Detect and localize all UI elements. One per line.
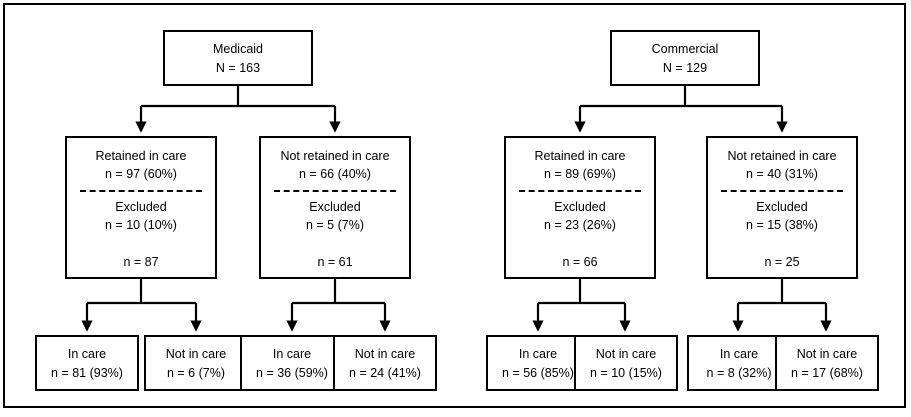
remaining-count: n = 61	[317, 254, 353, 269]
outcome-count: n = 24 (41%)	[349, 365, 421, 380]
node-label: Commercial	[651, 42, 719, 57]
node-medicaid-root: Medicaid N = 163	[163, 30, 313, 86]
node-medicaid-not-retained-not-in-care: Not in care n = 24 (41%)	[333, 335, 437, 391]
outcome-label: In care	[272, 347, 312, 362]
node-label: Medicaid	[212, 42, 264, 57]
outcome-count: n = 17 (68%)	[791, 365, 863, 380]
dashed-divider	[519, 190, 641, 193]
node-commercial-retained-not-in-care: Not in care n = 10 (15%)	[574, 335, 678, 391]
outcome-count: n = 10 (15%)	[590, 365, 662, 380]
outcome-label: In care	[518, 347, 558, 362]
excluded-count: n = 10 (10%)	[105, 218, 177, 233]
figure-border	[3, 3, 906, 408]
excluded-label: Excluded	[309, 200, 361, 215]
outcome-count: n = 56 (85%)	[502, 365, 574, 380]
outcome-count: n = 8 (32%)	[706, 365, 772, 380]
dashed-divider	[721, 190, 843, 193]
status-count: n = 40 (31%)	[746, 167, 818, 182]
remaining-count: n = 87	[123, 254, 159, 269]
outcome-count: n = 6 (7%)	[166, 365, 225, 380]
excluded-label: Excluded	[554, 200, 606, 215]
dashed-divider	[80, 190, 202, 193]
outcome-label: In care	[719, 347, 759, 362]
excluded-count: n = 15 (38%)	[746, 218, 818, 233]
outcome-label: Not in care	[796, 347, 858, 362]
status-count: n = 89 (69%)	[544, 167, 616, 182]
node-count: N = 129	[662, 60, 708, 75]
node-medicaid-retained-in-care: In care n = 81 (93%)	[35, 335, 139, 391]
outcome-label: In care	[67, 347, 107, 362]
excluded-count: n = 23 (26%)	[544, 218, 616, 233]
node-count: N = 163	[215, 60, 261, 75]
outcome-label: Not in care	[595, 347, 657, 362]
outcome-count: n = 36 (59%)	[256, 365, 328, 380]
excluded-count: n = 5 (7%)	[305, 218, 364, 233]
node-medicaid-not-retained-in-care: In care n = 36 (59%)	[240, 335, 344, 391]
dashed-divider	[274, 190, 396, 193]
node-commercial-not-retained: Not retained in care n = 40 (31%) Exclud…	[706, 136, 858, 279]
excluded-label: Excluded	[756, 200, 808, 215]
remaining-count: n = 66	[562, 254, 598, 269]
status-label: Retained in care	[534, 149, 626, 163]
node-commercial-root: Commercial N = 129	[610, 30, 760, 86]
node-medicaid-not-retained: Not retained in care n = 66 (40%) Exclud…	[259, 136, 411, 279]
node-commercial-retained: Retained in care n = 89 (69%) Excluded n…	[504, 136, 656, 279]
excluded-label: Excluded	[115, 200, 167, 215]
outcome-count: n = 81 (93%)	[51, 365, 123, 380]
node-commercial-not-retained-in-care: In care n = 8 (32%)	[687, 335, 791, 391]
remaining-count: n = 25	[764, 254, 800, 269]
outcome-label: Not in care	[354, 347, 416, 362]
status-label: Not retained in care	[727, 149, 837, 163]
status-count: n = 97 (60%)	[105, 167, 177, 182]
node-medicaid-retained: Retained in care n = 97 (60%) Excluded n…	[65, 136, 217, 279]
status-count: n = 66 (40%)	[299, 167, 371, 182]
status-label: Retained in care	[95, 149, 187, 163]
status-label: Not retained in care	[280, 149, 390, 163]
node-medicaid-retained-not-in-care: Not in care n = 6 (7%)	[144, 335, 248, 391]
node-commercial-not-retained-not-in-care: Not in care n = 17 (68%)	[775, 335, 879, 391]
outcome-label: Not in care	[165, 347, 227, 362]
